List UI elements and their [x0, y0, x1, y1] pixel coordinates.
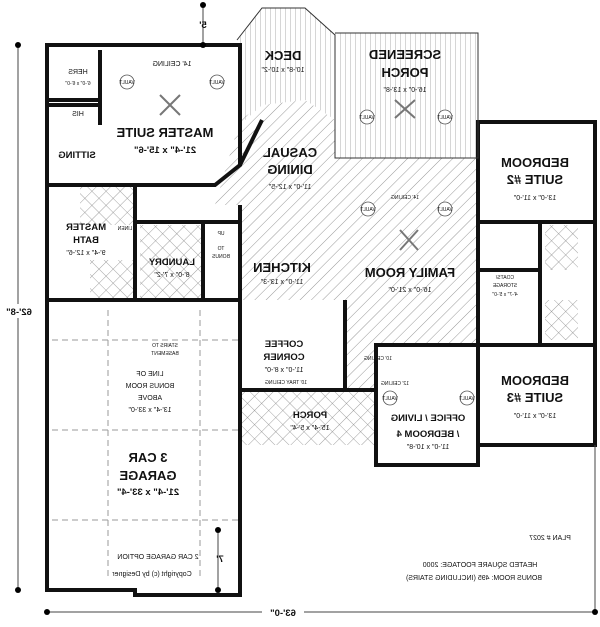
coats-size: 4'-7" x 5'-0"	[492, 292, 517, 298]
coffee-label-2: CORNER	[263, 352, 304, 363]
screened-porch-size: 16'-0" x 13'-8"	[383, 87, 427, 94]
master-suite-size: 21'-4" x 15'-6"	[134, 145, 196, 156]
hall-ceiling: 10' CEILING	[364, 356, 392, 362]
vault-label: VAULT	[382, 396, 397, 402]
coats-label-2: STORAGE	[492, 283, 517, 289]
garage-label-1: 3 CAR	[128, 450, 168, 465]
stairs-to: TO	[217, 246, 224, 252]
heated-sqft: HEATED SQUARE FOOTAGE: 2000	[423, 562, 538, 569]
dim-garage-option: 7'	[216, 554, 224, 565]
hers-label: HERS	[68, 69, 88, 76]
vault-label: VAULT	[119, 80, 134, 86]
floor-fills	[80, 8, 578, 445]
copyright: Copyright (c) by Designer	[112, 571, 192, 578]
vault-label: VAULT	[360, 207, 375, 213]
family-room-size: 16'-0" x 21'-0"	[388, 287, 432, 294]
office-size: 11'-0" x 10'-8"	[406, 444, 449, 451]
bedroom3-size: 13'-0" x 11'-0"	[513, 413, 556, 420]
bedroom3-label-1: BEDROOM	[501, 373, 569, 388]
ceiling-fan-icon	[159, 94, 419, 251]
coats-label-1: COATS/	[495, 275, 514, 281]
vault-label: VAULT	[359, 115, 374, 121]
vault-label: VAULT	[437, 207, 452, 213]
casual-dining-size: 11'-0" x 12'-5"	[268, 184, 311, 191]
walls	[45, 7, 597, 597]
bedroom3-label-2: SUITE #3	[507, 390, 563, 405]
garage-option: 2 CAR GARAGE OPTION	[117, 554, 198, 561]
bonus-line-1: LINE OF	[136, 371, 163, 378]
plan-number: PLAN # 2027	[529, 535, 571, 542]
family-ceiling: 14' CEILING	[391, 195, 419, 201]
dim-width: 63'-0"	[270, 608, 296, 619]
master-ceiling: 14' CEILING	[152, 61, 191, 68]
garage-size: 21'-4" x 33'-4"	[117, 487, 179, 498]
master-bath-label-1: MASTER	[66, 222, 106, 233]
vault-label: VAULT	[459, 396, 474, 402]
linen-label: LINEN	[117, 226, 132, 232]
screened-porch-label-1: SCREENED	[369, 47, 441, 62]
vault-marker: VAULT	[459, 390, 475, 406]
porch-size: 15'-4" x 5'-4"	[290, 425, 330, 432]
garage-stairs-2: BASEMENT	[151, 351, 179, 357]
vault-markers: VAULT VAULT VAULT VAULT VAULT VAULT VAUL…	[119, 74, 475, 406]
bonus-line-3: ABOVE	[138, 395, 162, 402]
hers-size: 6'-0" x 6'-0"	[65, 81, 90, 87]
garage-outlines	[52, 310, 240, 580]
vault-label: VAULT	[437, 115, 452, 121]
bedroom2-label-2: SUITE #2	[507, 172, 563, 187]
family-room-label: FAMILY ROOM	[365, 265, 455, 280]
office-ceiling: 12' CEILING	[381, 381, 409, 387]
vault-marker: VAULT	[119, 74, 135, 90]
his-label: HIS	[72, 111, 84, 118]
bonus-size: 13'-4" x 33'-0"	[128, 407, 172, 414]
coffee-ceiling: 10' TRAY CEILING	[265, 380, 307, 386]
bedroom2-label-1: BEDROOM	[501, 155, 569, 170]
garage-label-2: GARAGE	[119, 468, 176, 483]
kitchen-label: KITCHEN	[253, 260, 311, 275]
casual-dining-label-1: CASUAL	[263, 145, 317, 160]
vault-marker: VAULT	[360, 201, 376, 217]
bonus-room-sqft: BONUS ROOM: 495 (INCLUDING STAIRS)	[406, 575, 542, 582]
laundry-size: 8'-0" x 7'-2"	[154, 272, 190, 279]
vault-label: VAULT	[209, 80, 224, 86]
master-bath-label-2: BATH	[73, 235, 99, 246]
dim-top: 5'	[199, 20, 207, 31]
deck-size: 10'-8" x 10'-2"	[261, 67, 305, 74]
vault-marker: VAULT	[382, 390, 398, 406]
office-label-1: OFFICE / LIVING	[391, 413, 465, 424]
stairs-bonus: BONUS	[211, 254, 229, 260]
master-suite-label: MASTER SUITE	[116, 125, 213, 140]
screened-porch-label-2: PORCH	[382, 65, 429, 80]
vault-marker: VAULT	[209, 74, 225, 90]
vault-marker: VAULT	[437, 109, 453, 125]
kitchen-size: 11'-0" x 13'-3"	[260, 279, 303, 286]
vault-marker: VAULT	[359, 109, 375, 125]
casual-dining-label-2: DINING	[267, 162, 313, 177]
vault-marker: VAULT	[437, 201, 453, 217]
deck-label: DECK	[264, 48, 301, 63]
garage-stairs-1: STAIRS TO	[152, 343, 178, 349]
stairs-up: UP	[217, 231, 225, 237]
labels: 5' 62'-8" 63'-0" 7' 14' CEILING HERS 6'-…	[0, 20, 571, 619]
porch-label: PORCH	[293, 410, 327, 421]
bonus-line-2: BONUS ROOM	[126, 383, 175, 390]
dim-depth: 62'-8"	[6, 307, 32, 318]
bedroom2-size: 13'-0" x 11'-0"	[513, 195, 556, 202]
coffee-size: 11'-0" x 8'-0"	[264, 367, 303, 374]
coffee-label-1: COFFEE	[265, 339, 304, 350]
sitting-label: SITTING	[58, 150, 95, 161]
office-label-2: / BEDROOM 4	[396, 429, 460, 440]
master-bath-size: 9'-4" x 12'-6"	[66, 250, 106, 257]
laundry-label: LAUNDRY	[148, 257, 195, 268]
